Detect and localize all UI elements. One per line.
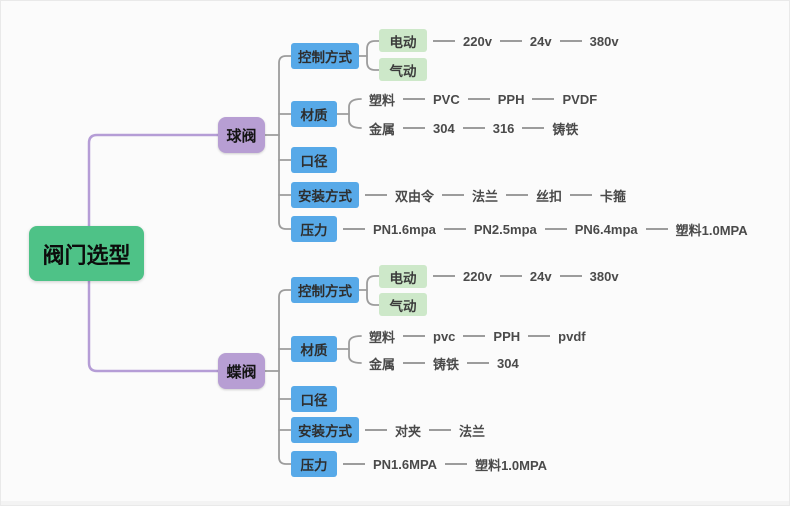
leaf-node[interactable]: PVC: [433, 91, 460, 107]
leaf-node[interactable]: 塑料: [369, 329, 396, 345]
leaf-node[interactable]: 对夹: [395, 423, 422, 439]
leaf-node[interactable]: 380v: [589, 268, 619, 284]
leaf-node[interactable]: 丝扣: [536, 188, 563, 204]
chain-bfv-pressure: PN1.6MPA 塑料1.0MPA: [343, 454, 547, 474]
subtopic-bfv-electric[interactable]: 电动: [379, 265, 427, 288]
connector-line: [559, 275, 582, 277]
connector-line: [443, 228, 466, 230]
leaf-node[interactable]: 304: [497, 355, 519, 371]
topic-bv-control-mode[interactable]: 控制方式: [291, 43, 359, 69]
connector-line: [467, 362, 490, 364]
connector-line: [442, 194, 465, 196]
chain-bv-install: 双由令 法兰 丝扣 卡箍: [365, 185, 626, 205]
leaf-node[interactable]: 304: [433, 120, 455, 136]
leaf-node[interactable]: pvc: [433, 328, 456, 344]
leaf-node[interactable]: 卡箍: [600, 188, 627, 204]
chain-bv-pressure: PN1.6mpa PN2.5mpa PN6.4mpa 塑料1.0MPA: [343, 219, 748, 239]
subtopic-bv-pneumatic[interactable]: 气动: [379, 58, 427, 81]
leaf-node[interactable]: 24v: [529, 268, 552, 284]
leaf-node[interactable]: 塑料: [369, 92, 396, 108]
topic-bv-diameter[interactable]: 口径: [291, 147, 337, 173]
leaf-node[interactable]: PPH: [493, 328, 521, 344]
topic-bv-pressure[interactable]: 压力: [291, 216, 337, 242]
connector-butterfly-valve: [264, 275, 380, 465]
topic-bfv-diameter[interactable]: 口径: [291, 386, 337, 412]
leaf-node[interactable]: 24v: [529, 33, 552, 49]
canvas-edge: [1, 501, 789, 505]
connector-line: [365, 194, 387, 196]
leaf-node[interactable]: 220v: [463, 33, 492, 49]
leaf-node[interactable]: 法兰: [459, 423, 486, 439]
connector-line: [499, 275, 522, 277]
connector-line: [522, 127, 545, 129]
root-node[interactable]: 阀门选型: [29, 226, 144, 281]
leaf-node[interactable]: 法兰: [472, 188, 499, 204]
connector-line: [506, 194, 529, 196]
topic-bfv-pressure[interactable]: 压力: [291, 451, 337, 477]
connector-line: [403, 98, 426, 100]
topic-bfv-material[interactable]: 材质: [291, 336, 337, 362]
connector-line: [343, 463, 365, 465]
chain-bfv-install: 对夹 法兰: [365, 420, 485, 440]
connector-line: [467, 98, 490, 100]
connector-ball-valve: [264, 40, 380, 230]
leaf-node[interactable]: 金属: [369, 356, 396, 372]
chain-bv-metal: 金属 304 316 铸铁: [369, 118, 578, 138]
connector-line: [445, 463, 468, 465]
chain-bv-electric: 220v 24v 380v: [433, 31, 619, 51]
connector-line: [544, 228, 567, 230]
connector-line: [343, 228, 365, 230]
connector-line: [403, 335, 426, 337]
topic-bfv-install-method[interactable]: 安装方式: [291, 417, 359, 443]
leaf-node[interactable]: PN6.4mpa: [574, 221, 638, 237]
subtopic-bfv-pneumatic[interactable]: 气动: [379, 293, 427, 316]
leaf-node[interactable]: 铸铁: [552, 121, 579, 137]
connector-line: [365, 429, 387, 431]
connector-line: [403, 127, 426, 129]
leaf-node[interactable]: 380v: [589, 33, 619, 49]
connector-line: [532, 98, 555, 100]
connector-line: [570, 194, 593, 196]
subtopic-bv-electric[interactable]: 电动: [379, 29, 427, 52]
chain-bfv-metal: 金属 铸铁 304: [369, 353, 519, 373]
connector-line: [462, 127, 485, 129]
leaf-node[interactable]: pvdf: [558, 328, 586, 344]
leaf-node[interactable]: 双由令: [395, 188, 435, 204]
connector-line: [433, 275, 455, 277]
leaf-node[interactable]: PN1.6mpa: [373, 221, 436, 237]
leaf-node[interactable]: 铸铁: [433, 356, 460, 372]
leaf-node[interactable]: PPH: [497, 91, 525, 107]
leaf-node[interactable]: PN1.6MPA: [373, 456, 438, 472]
leaf-node[interactable]: PVDF: [562, 91, 598, 107]
leaf-node[interactable]: 316: [492, 120, 515, 136]
chain-bfv-plastic: 塑料 pvc PPH pvdf: [369, 326, 586, 346]
connector-line: [429, 429, 452, 431]
connector-line: [463, 335, 486, 337]
leaf-node[interactable]: 塑料1.0MPA: [675, 222, 748, 238]
topic-bv-install-method[interactable]: 安装方式: [291, 182, 359, 208]
branch-ball-valve[interactable]: 球阀: [218, 117, 265, 153]
connector-line: [433, 40, 455, 42]
connector-line: [645, 228, 668, 230]
leaf-node[interactable]: 金属: [369, 121, 396, 137]
leaf-node[interactable]: 220v: [463, 268, 492, 284]
topic-bfv-control-mode[interactable]: 控制方式: [291, 277, 359, 303]
chain-bfv-electric: 220v 24v 380v: [433, 266, 619, 286]
connector-line: [528, 335, 551, 337]
chain-bv-plastic: 塑料 PVC PPH PVDF: [369, 89, 597, 109]
leaf-node[interactable]: PN2.5mpa: [473, 221, 537, 237]
leaf-node[interactable]: 塑料1.0MPA: [475, 457, 548, 473]
topic-bv-material[interactable]: 材质: [291, 101, 337, 127]
connector-line: [403, 362, 426, 364]
connector-line: [499, 40, 522, 42]
connector-line: [559, 40, 582, 42]
branch-butterfly-valve[interactable]: 蝶阀: [218, 353, 265, 389]
